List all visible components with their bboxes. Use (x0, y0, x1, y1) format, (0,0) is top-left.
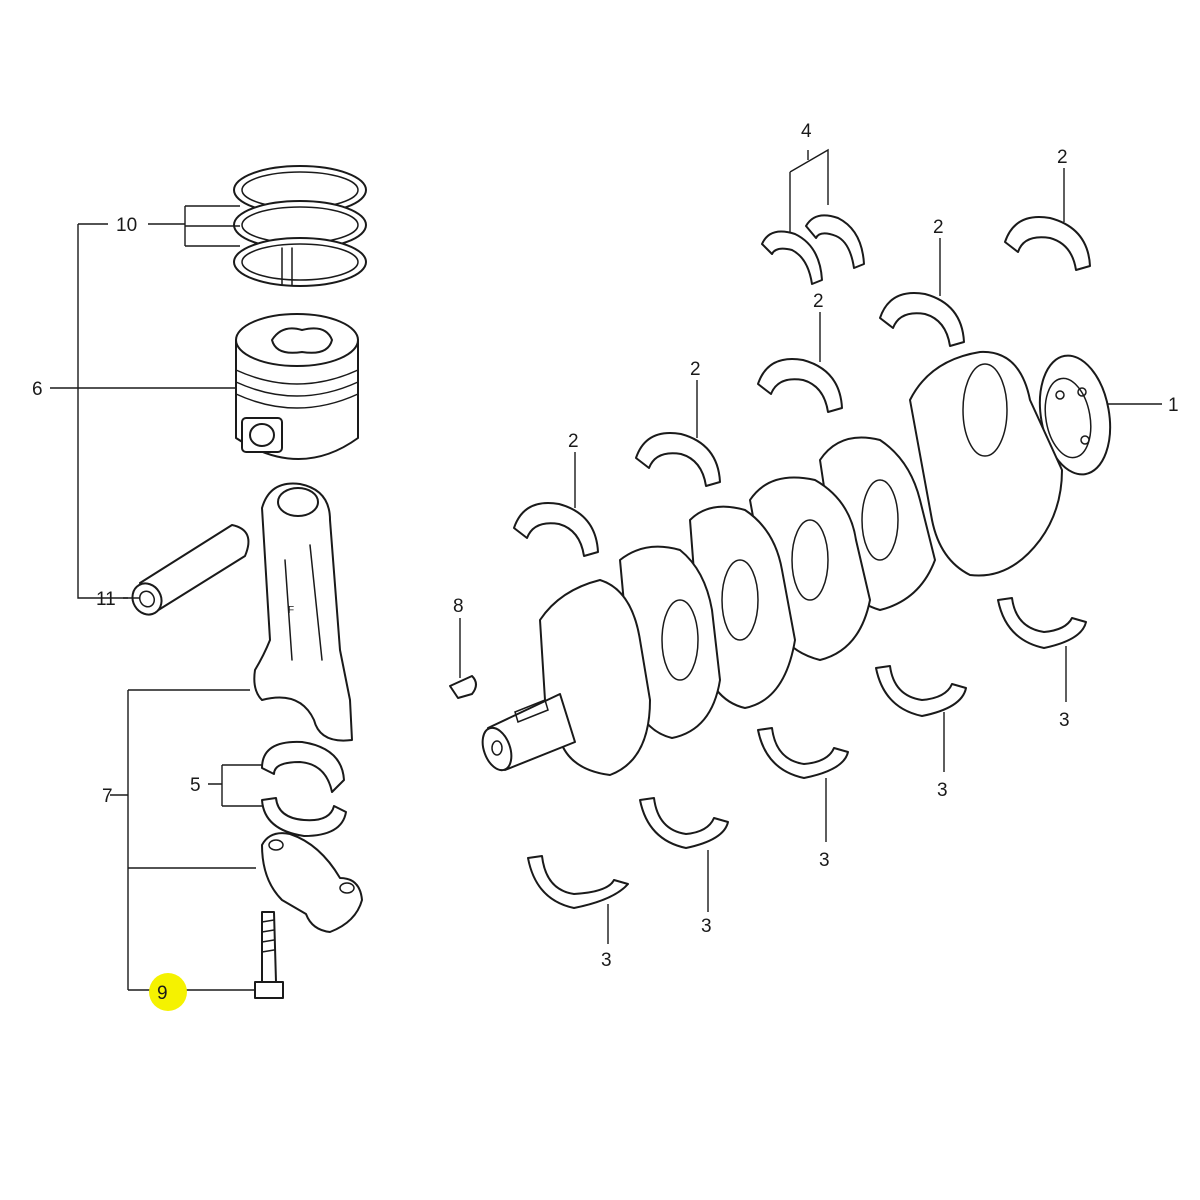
callout-4: 4 (801, 121, 812, 142)
leader-lines (50, 148, 1162, 991)
upper-main-bearings[interactable] (513, 216, 1091, 557)
callout-9: 9 (157, 983, 168, 1004)
callout-2: 2 (933, 217, 944, 238)
rod-bolt[interactable] (254, 911, 284, 999)
callout-11: 11 (96, 589, 116, 610)
crankshaft[interactable] (477, 350, 1119, 776)
callout-6: 6 (32, 379, 43, 400)
callout-1: 1 (1168, 395, 1179, 416)
callout-3: 3 (701, 916, 712, 937)
callout-10: 10 (116, 215, 137, 236)
callout-2: 2 (813, 291, 824, 312)
callout-2: 2 (568, 431, 579, 452)
rod-cap[interactable] (261, 832, 363, 933)
callout-2: 2 (1057, 147, 1068, 168)
callout-3: 3 (819, 850, 830, 871)
callout-3: 3 (601, 950, 612, 971)
connecting-rod[interactable]: F (253, 482, 353, 742)
callout-labels: 1 2 2 2 2 2 3 3 3 3 3 4 5 6 7 8 9 10 11 (32, 121, 1179, 1011)
thrust-washers[interactable] (761, 214, 865, 285)
callout-5: 5 (190, 775, 201, 796)
highlight-marker (149, 973, 187, 1011)
piston-rings[interactable] (233, 165, 367, 287)
callout-7: 7 (102, 786, 113, 807)
callout-2: 2 (690, 359, 701, 380)
piston[interactable] (235, 313, 359, 460)
callout-3: 3 (1059, 710, 1070, 731)
piston-pin[interactable] (127, 524, 250, 620)
callout-3: 3 (937, 780, 948, 801)
lower-main-bearings[interactable] (527, 597, 1087, 909)
woodruff-key[interactable] (449, 675, 477, 699)
conrod-bearing-shells[interactable] (261, 740, 347, 837)
svg-text:F: F (288, 605, 294, 616)
callout-8: 8 (453, 596, 464, 617)
